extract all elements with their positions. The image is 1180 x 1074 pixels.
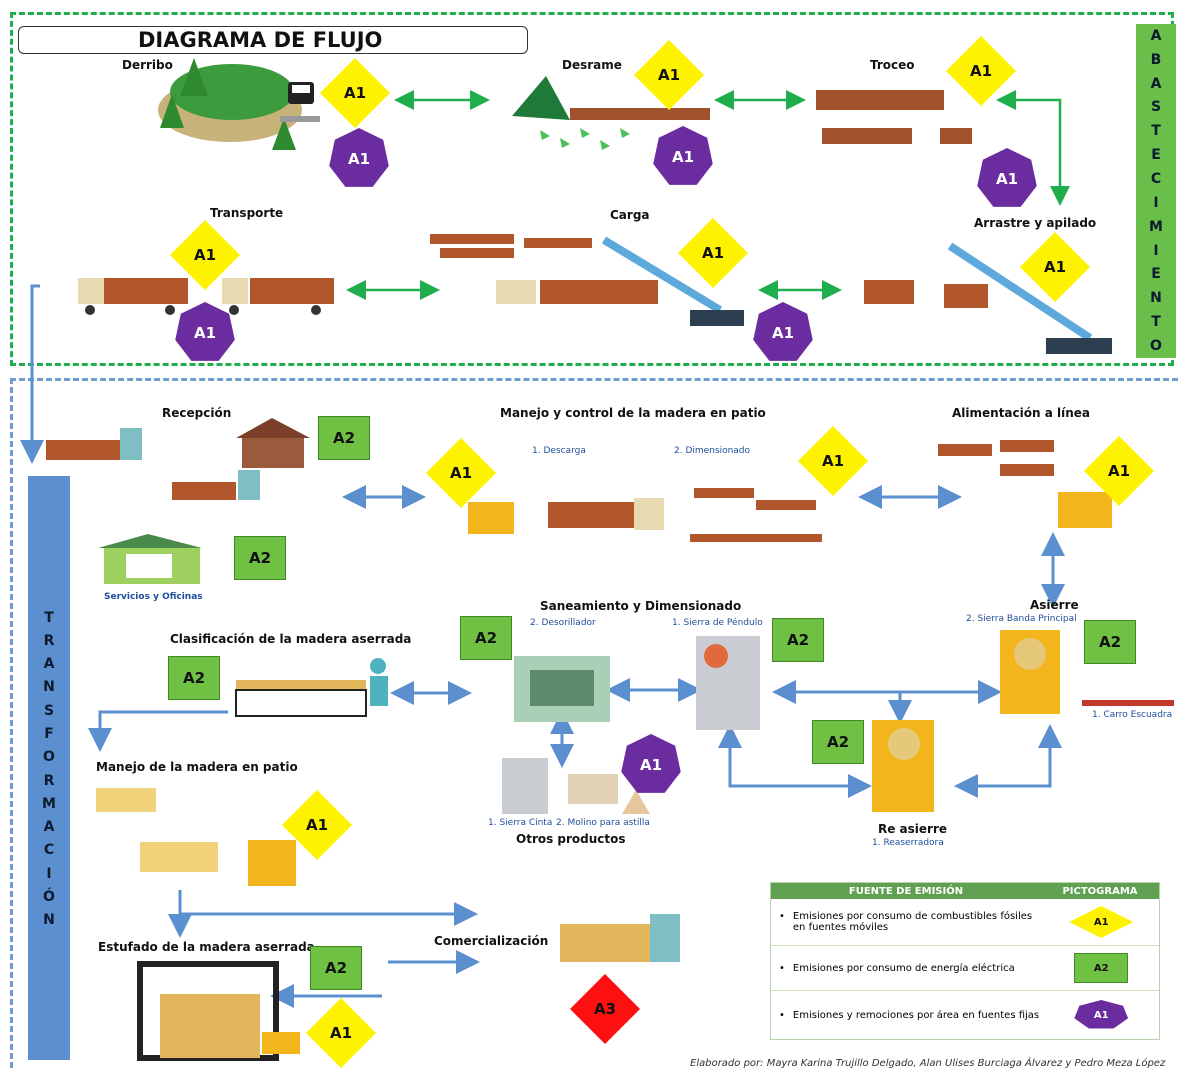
a2-badge-clasificacion: A2 [168,656,220,700]
legend-row-1-text: Emisiones por consumo de combustibles fó… [792,911,1033,933]
legend: FUENTE DE EMISIÓN PICTOGRAMA • Emisiones… [770,882,1160,1040]
section-title-letter: N [1150,290,1162,307]
label-sierra-cinta: 1. Sierra Cinta [488,818,553,828]
a2-badge-estufado: A2 [310,946,362,990]
legend-a2-square: A2 [1074,953,1129,983]
a2-badge-reasierre: A2 [812,720,864,764]
section-title-letter: C [1150,170,1162,187]
label-reasierre: Re asierre [878,822,948,836]
label-saneamiento: Saneamiento y Dimensionado [540,599,742,613]
a1-heptagon-carga: A1 [753,302,813,361]
label-sierra-pendulo: 1. Sierra de Péndulo [672,618,763,628]
legend-header-source: FUENTE DE EMISIÓN [848,885,964,897]
page-title: DIAGRAMA DE FLUJO [138,28,383,52]
label-clasificacion: Clasificación de la madera aserrada [170,632,412,646]
section-title-letter: M [42,795,56,812]
label-desrame: Desrame [562,58,622,72]
label-manejo-patio: Manejo y control de la madera en patio [500,406,766,420]
section-title-letter: A [43,656,55,673]
a1-heptagon-desrame: A1 [653,126,713,185]
section-title-letter: C [43,842,55,859]
credit: Elaborado por: Mayra Karina Trujillo Del… [690,1058,1166,1069]
section-title-letter: Ó [43,889,55,906]
label-otros-productos: Otros productos [516,832,626,846]
label-asierre: Asierre [1030,598,1079,612]
a2-badge-servicios: A2 [234,536,286,580]
a2-badge-asierre: A2 [1084,620,1136,664]
label-sierra-banda: 2. Sierra Banda Principal [966,614,1077,624]
section-title-letter: O [1150,337,1162,354]
legend-a1-heptagon: A1 [1074,1000,1129,1029]
a2-badge-desorillador: A2 [460,616,512,660]
label-alimentacion: Alimentación a línea [952,406,1091,420]
legend-header-picto: PICTOGRAMA [1062,885,1138,897]
legend-row-2-text: Emisiones por consumo de energía eléctri… [792,962,1015,974]
section-title-letter: N [43,679,55,696]
section-title-letter: S [1150,99,1162,116]
a1-heptagon-transporte: A1 [175,302,235,361]
label-derribo: Derribo [122,58,173,72]
section-title-letter: M [1149,218,1163,235]
section-title-letter: R [43,772,55,789]
transformacion-sidebar [28,476,70,1060]
section-title-letter: O [43,749,55,766]
label-carga: Carga [610,208,650,222]
section-title-letter: I [46,865,52,882]
label-molino: 2. Molino para astilla [556,818,650,828]
a2-badge-pendulo: A2 [772,618,824,662]
legend-row-3-text: Emisiones y remociones por área en fuent… [792,1009,1040,1021]
section-title-letter: B [1150,51,1162,68]
label-manejo-madera-patio: Manejo de la madera en patio [96,760,298,774]
a1-heptagon-troceo: A1 [977,148,1037,207]
section-title-letter: N [43,912,55,929]
label-servicios: Servicios y Oficinas [104,592,203,602]
section-title-letter: I [1153,242,1159,259]
label-desorillador: 2. Desorillador [530,618,596,628]
label-transporte: Transporte [210,206,284,220]
label-carro-escuadra: 1. Carro Escuadra [1092,710,1173,720]
label-comercializacion: Comercialización [434,934,549,948]
transformacion-border [10,378,1178,1068]
section-title-letter: A [1150,75,1162,92]
section-title-letter: E [1151,147,1161,164]
section-title-letter: E [1151,266,1161,283]
label-dimensionado: 2. Dimensionado [674,446,751,456]
section-title-letter: T [1151,123,1161,140]
title-box [18,26,528,54]
section-title-letter: R [43,632,55,649]
legend-a1-diamond: A1 [1069,906,1134,938]
a1-heptagon-otros: A1 [621,734,681,793]
section-title-letter: I [1153,194,1159,211]
section-title-letter: S [43,702,55,719]
section-title-letter: A [43,819,55,836]
a2-badge-recepcion: A2 [318,416,370,460]
section-title-letter: T [44,609,54,626]
section-title-letter: F [44,726,54,743]
label-recepcion: Recepción [162,406,232,420]
section-title-letter: A [1150,27,1162,44]
label-estufado: Estufado de la madera aserrada [98,940,315,954]
label-reaserradora: 1. Reaserradora [872,838,944,848]
label-descarga: 1. Descarga [532,446,586,456]
a1-heptagon-derribo: A1 [329,128,389,187]
section-title-letter: T [1151,314,1161,331]
label-arrastre: Arrastre y apilado [974,216,1097,230]
label-troceo: Troceo [870,58,915,72]
